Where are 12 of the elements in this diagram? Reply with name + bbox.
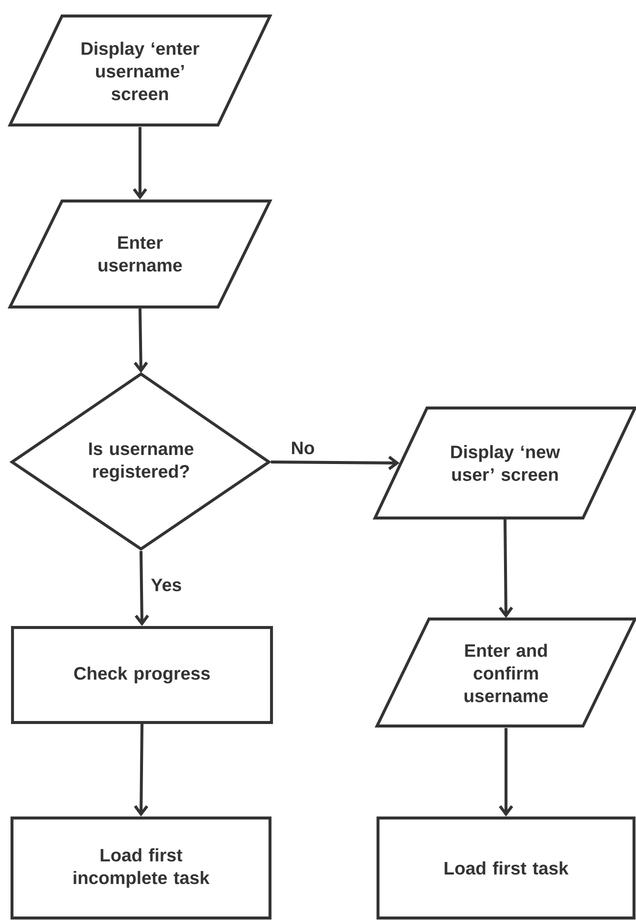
edge-label: No xyxy=(289,440,316,456)
arrow xyxy=(270,456,400,470)
arrow xyxy=(132,126,148,200)
arrow xyxy=(134,308,148,374)
process-box: Load first incomplete task xyxy=(10,816,272,920)
arrow xyxy=(134,550,150,626)
arrow xyxy=(498,519,514,618)
edge-label: Yes xyxy=(149,577,184,593)
arrow xyxy=(498,728,514,817)
process-box: Check progress xyxy=(11,626,273,724)
arrow xyxy=(134,724,148,817)
process-box: Load first task xyxy=(376,816,636,920)
